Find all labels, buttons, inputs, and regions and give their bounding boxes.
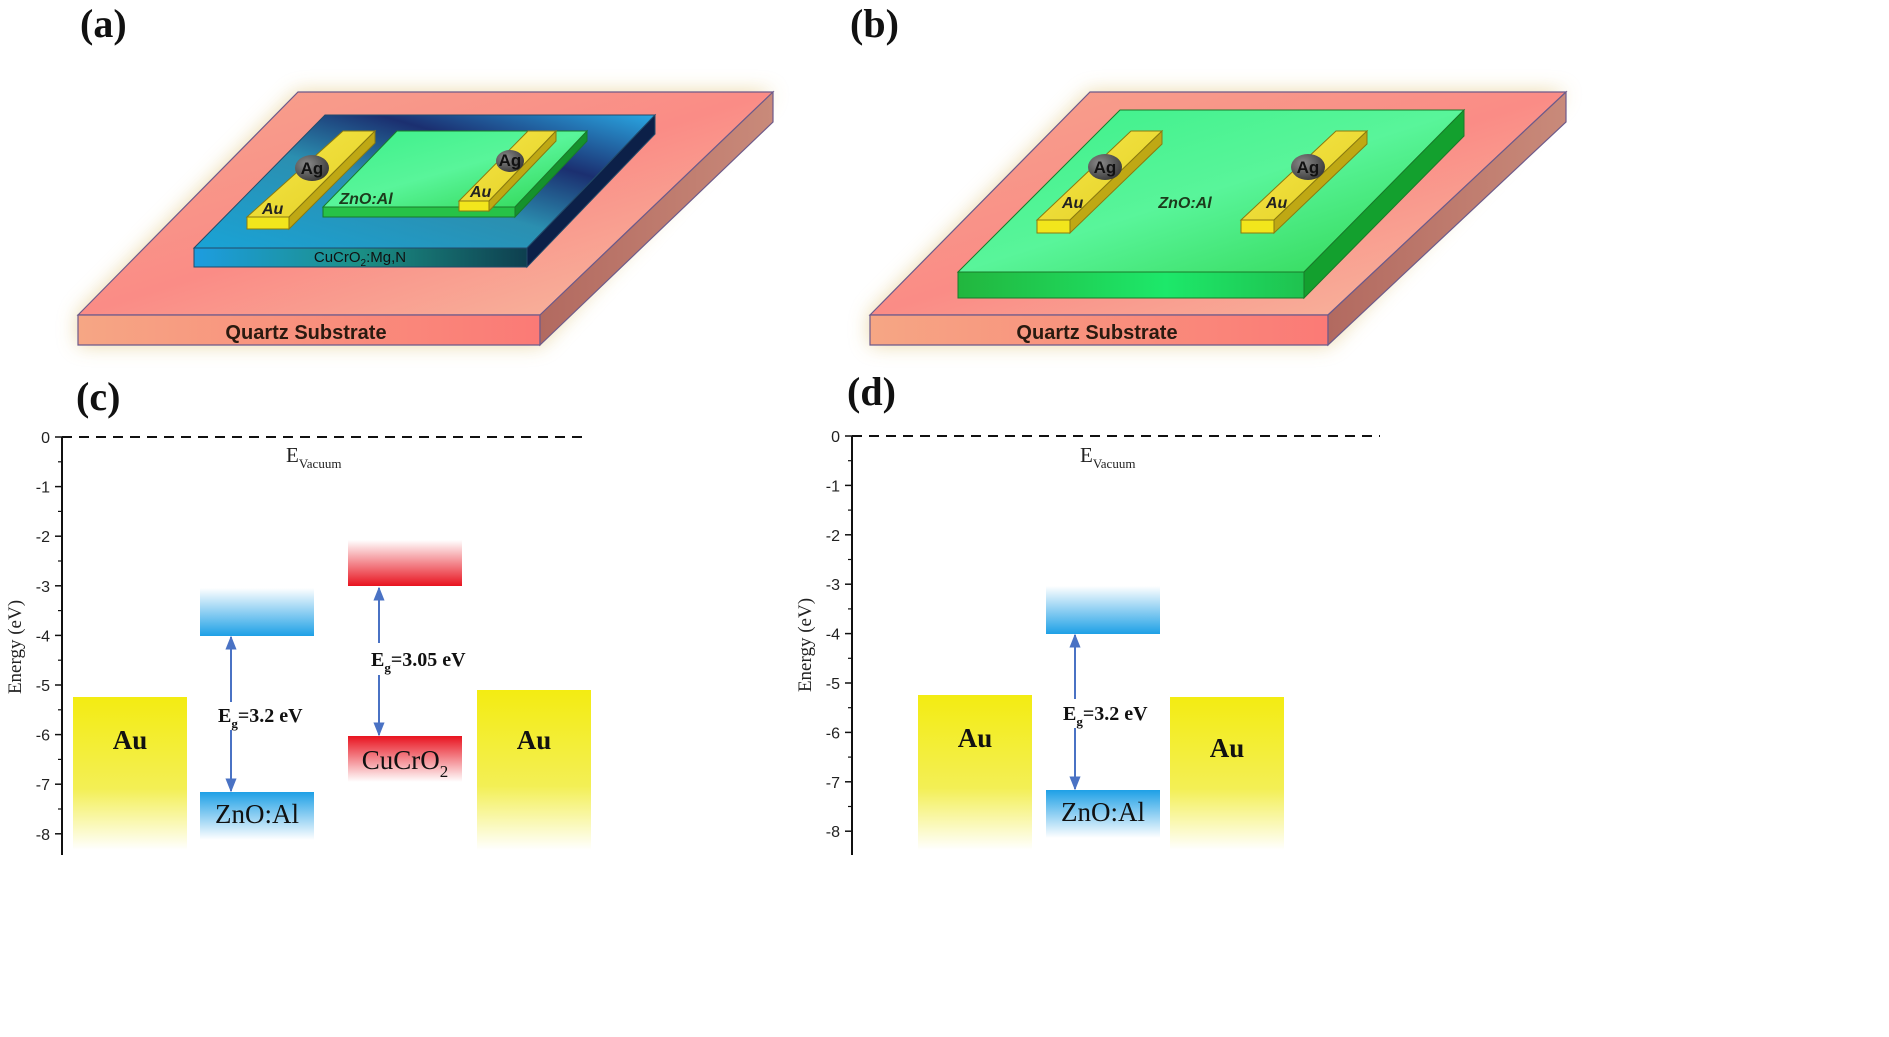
zno-film-a-label: ZnO:Al	[338, 191, 393, 208]
au-label-b-right: Au	[1265, 195, 1288, 212]
ag-label-a-right: Ag	[499, 151, 522, 170]
tick-label-d: -2	[826, 528, 840, 545]
band-gap-label-zno-c: Eg=3.2 eV	[218, 705, 303, 731]
au-electrode-a-right: Au Ag	[457, 129, 558, 213]
tick-label-c: -2	[36, 529, 50, 546]
au-electrode-side	[488, 129, 557, 213]
panel-label-a: (a)	[80, 1, 127, 46]
panel-a: (a) Quartz Substrate CuCrO2:Mg,N ZnO:Al …	[76, 1, 775, 347]
ag-label-b-right: Ag	[1297, 158, 1320, 177]
y-axis-label-d: Energy (eV)	[795, 598, 816, 692]
cucro-film-label: CuCrO2:Mg,N	[314, 249, 406, 269]
tick-label-d: -7	[826, 775, 840, 792]
tick-label-c: -1	[36, 480, 50, 497]
panel-b: (b) Quartz Substrate ZnO:Al Au Ag	[850, 1, 1568, 347]
au-band-c-right	[477, 690, 591, 850]
au-electrode-side	[288, 129, 376, 231]
zno-conduction-band-d	[1046, 586, 1160, 634]
substrate-side	[1327, 90, 1567, 347]
au-electrode-front	[246, 216, 290, 230]
au-label-a-left: Au	[261, 201, 284, 218]
zno-film-b-label: ZnO:Al	[1157, 195, 1212, 212]
zno-valence-band-d	[1046, 790, 1160, 838]
panel-label-b: (b)	[850, 1, 899, 46]
au-electrode-front	[1240, 219, 1275, 234]
au-electrode-b-left: Au Ag	[1035, 129, 1164, 235]
substrate-label-b: Quartz Substrate	[1016, 322, 1177, 344]
tick-label-d: -5	[826, 676, 840, 693]
zno-film-b-front	[957, 271, 1305, 299]
au-electrode-front	[458, 200, 490, 212]
cucro-film-side	[526, 113, 656, 269]
panel-c: (c) 0 -1 -2 -3 -4 -5 -6 -7 -8 EVacuum Energy (eV…	[5, 374, 591, 855]
tick-label-d: -6	[826, 725, 840, 742]
cucro-valence-band-c	[348, 736, 462, 782]
zno-film-a-side	[514, 129, 588, 219]
ag-contact-a-left	[295, 155, 329, 181]
au-label-c-right: Au	[517, 725, 552, 755]
substrate-label-a: Quartz Substrate	[225, 322, 386, 344]
tick-label-c: -6	[36, 728, 50, 745]
au-label-d-left: Au	[958, 723, 993, 753]
vacuum-label-d: EVacuum	[1080, 443, 1135, 471]
tick-label-d: 0	[831, 429, 840, 446]
tick-label-c: -5	[36, 678, 50, 695]
band-gap-label-cucro-c: Eg=3.05 eV	[371, 649, 466, 675]
tick-label-d: -8	[826, 824, 840, 841]
au-label-b-left: Au	[1061, 195, 1084, 212]
tick-label-d: -4	[826, 627, 840, 644]
zno-valence-band-c	[200, 792, 314, 840]
energy-axis-d: 0 -1 -2 -3 -4 -5 -6 -7 -8	[826, 429, 853, 855]
zno-film-b-side	[1303, 108, 1465, 300]
substrate-side	[539, 90, 774, 347]
cucro-conduction-band-c	[348, 540, 462, 586]
au-electrode-front	[1036, 219, 1071, 234]
ag-label-b-left: Ag	[1094, 158, 1117, 177]
au-electrode-side	[1069, 129, 1163, 235]
cucro-label-c: CuCrO2	[362, 745, 449, 781]
ag-contact-b-right	[1291, 154, 1325, 180]
tick-label-c: -8	[36, 827, 50, 844]
au-label-c-left: Au	[113, 725, 148, 755]
tick-label-c: -7	[36, 777, 50, 794]
tick-label-d: -1	[826, 478, 840, 495]
au-band-d-right	[1170, 697, 1284, 850]
au-band-c-left	[73, 697, 187, 850]
tick-label-c: -3	[36, 579, 50, 596]
au-label-d-right: Au	[1210, 733, 1245, 763]
au-band-d-left	[918, 695, 1032, 850]
au-electrode-a-left: Au Ag	[245, 129, 377, 231]
au-electrode-side	[1273, 129, 1368, 235]
tick-label-c: 0	[41, 430, 50, 447]
zno-label-c: ZnO:Al	[215, 799, 299, 829]
ag-contact-a-right	[496, 150, 524, 172]
band-gap-label-zno-d: Eg=3.2 eV	[1063, 703, 1148, 729]
au-electrode-b-right: Au Ag	[1239, 129, 1369, 235]
panel-d: (d) 0 -1 -2 -3 -4 -5 -6 -7 -8 EVacuum Energy (eV…	[795, 369, 1380, 855]
tick-label-c: -4	[36, 628, 50, 645]
au-label-a-right: Au	[469, 184, 492, 201]
zno-conduction-band-c	[200, 588, 314, 636]
vacuum-label-c: EVacuum	[286, 443, 341, 471]
ag-label-a-left: Ag	[301, 159, 324, 178]
energy-axis-c: 0 -1 -2 -3 -4 -5 -6 -7 -8	[36, 430, 63, 855]
y-axis-label-c: Energy (eV)	[5, 600, 26, 694]
tick-label-d: -3	[826, 577, 840, 594]
zno-label-d: ZnO:Al	[1061, 797, 1145, 827]
ag-contact-b-left	[1088, 154, 1122, 180]
panel-label-d: (d)	[847, 369, 896, 414]
panel-label-c: (c)	[76, 374, 120, 419]
